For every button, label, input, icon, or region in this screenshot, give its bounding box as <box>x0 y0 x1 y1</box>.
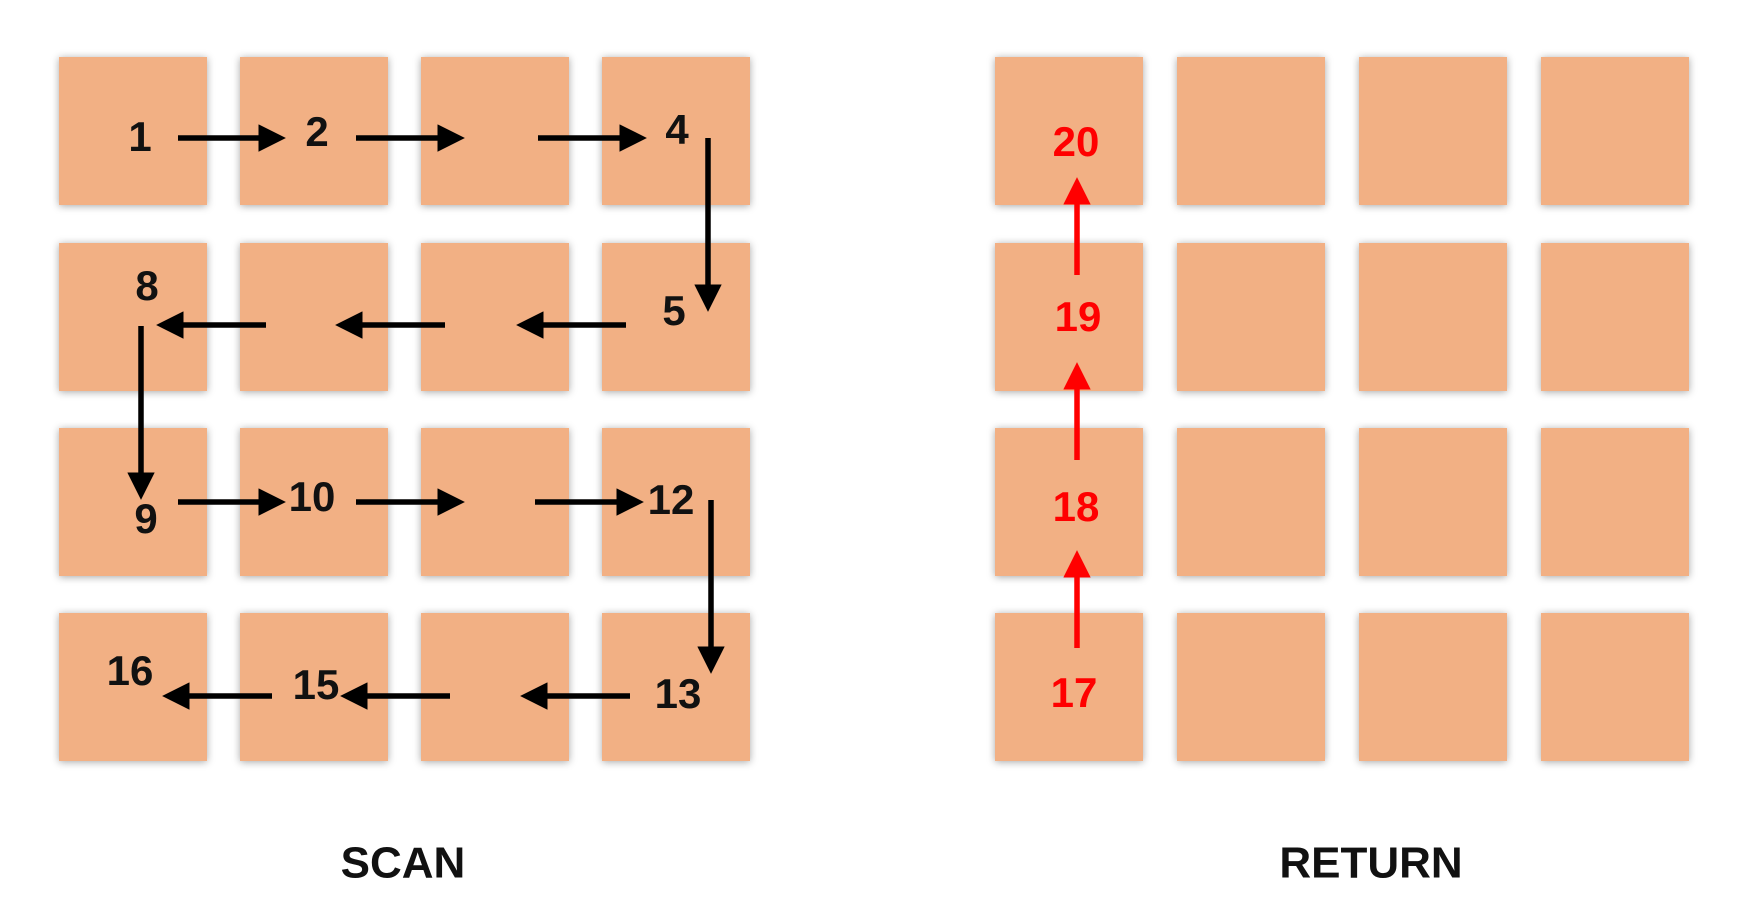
step-label-16: 16 <box>107 647 154 694</box>
scan-grid <box>59 57 750 761</box>
step-label-12: 12 <box>648 476 695 523</box>
step-label-15: 15 <box>293 661 340 708</box>
grid-cell <box>1359 243 1507 391</box>
grid-cell <box>602 243 750 391</box>
step-label-20: 20 <box>1053 118 1100 165</box>
grid-cell <box>1359 428 1507 576</box>
return-grid <box>995 57 1689 761</box>
grid-cell <box>1541 428 1689 576</box>
grid-cell <box>1177 57 1325 205</box>
return-step-labels: 20 19 18 17 <box>1051 118 1102 716</box>
step-label-4: 4 <box>665 106 689 153</box>
step-label-9: 9 <box>134 495 157 542</box>
return-panel: 20 19 18 17 RETURN <box>995 57 1689 888</box>
grid-cell <box>421 243 569 391</box>
step-label-19: 19 <box>1055 293 1102 340</box>
grid-cell <box>59 57 207 205</box>
grid-cell <box>421 613 569 761</box>
grid-cell <box>1359 57 1507 205</box>
grid-cell <box>602 613 750 761</box>
grid-cell <box>1541 613 1689 761</box>
step-label-8: 8 <box>135 262 158 309</box>
grid-cell <box>1177 243 1325 391</box>
step-label-2: 2 <box>305 108 328 155</box>
step-label-1: 1 <box>128 113 151 160</box>
step-label-5: 5 <box>662 287 685 334</box>
step-label-10: 10 <box>289 473 336 520</box>
grid-cell <box>1359 613 1507 761</box>
grid-cell <box>1177 428 1325 576</box>
grid-cell <box>995 613 1143 761</box>
step-label-17: 17 <box>1051 669 1098 716</box>
step-label-13: 13 <box>655 670 702 717</box>
grid-cell <box>59 243 207 391</box>
scan-path-arrows <box>127 124 725 710</box>
grid-cell <box>240 243 388 391</box>
return-caption: RETURN <box>1279 839 1462 888</box>
grid-cell <box>1541 57 1689 205</box>
scan-caption: SCAN <box>341 839 466 888</box>
grid-cell <box>421 57 569 205</box>
grid-cell <box>1177 613 1325 761</box>
step-label-18: 18 <box>1053 483 1100 530</box>
grid-cell <box>1541 243 1689 391</box>
